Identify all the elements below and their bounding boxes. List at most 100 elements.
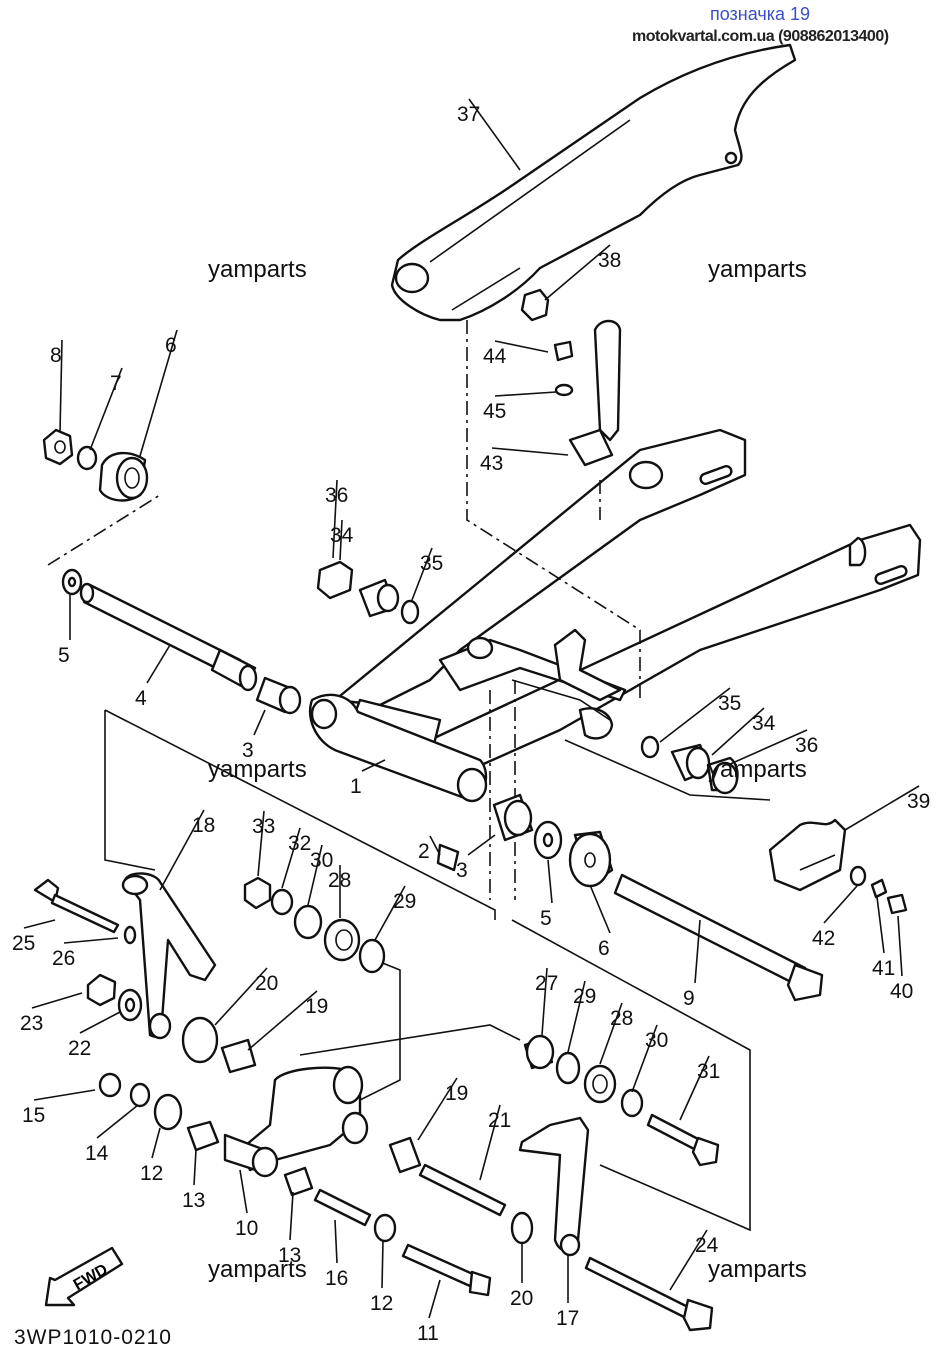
leader-40 [897, 915, 903, 977]
bolt-24-part [584, 1256, 714, 1332]
callout-23: 23 [20, 1012, 43, 1035]
callout-27: 27 [535, 972, 558, 995]
fasteners-40-42 [849, 865, 908, 915]
leader-7 [89, 367, 123, 451]
leader-12 [151, 1127, 161, 1159]
callout-34: 34 [330, 524, 354, 547]
leader-6 [589, 884, 611, 934]
callout-35: 35 [420, 552, 443, 575]
callout-22: 22 [68, 1037, 91, 1060]
leader-28 [599, 1002, 623, 1065]
callout-5: 5 [58, 644, 70, 667]
leader-23 [31, 992, 83, 1009]
callout-14: 14 [85, 1142, 109, 1165]
leader-43 [491, 447, 569, 456]
callout-2: 2 [418, 840, 430, 863]
callout-8: 8 [50, 344, 62, 367]
leader-13 [193, 1149, 197, 1186]
leader-9 [694, 919, 701, 984]
watermark-3: yamparts [208, 756, 307, 783]
bearing-6-part [98, 451, 149, 502]
right-parts [640, 735, 739, 795]
callout-37: 37 [457, 103, 480, 126]
leader-20 [214, 967, 268, 1026]
leader-14 [96, 1104, 139, 1139]
callout-20: 20 [255, 972, 278, 995]
callout-9: 9 [683, 987, 695, 1010]
callout-10: 10 [235, 1217, 258, 1240]
nut-23-part [86, 973, 117, 1007]
bolt-7-part [613, 873, 824, 1002]
pivot-shaft-part [79, 582, 258, 692]
callout-19: 19 [445, 1082, 468, 1105]
callout-40: 40 [890, 980, 913, 1003]
leader-lines [23, 98, 920, 1319]
leader-3 [467, 834, 496, 856]
callout-34: 34 [752, 712, 776, 735]
leader-13 [289, 1191, 294, 1241]
leader-10 [239, 1169, 248, 1214]
leader-24 [669, 1229, 708, 1291]
leader-4 [146, 644, 171, 684]
callout-4: 4 [135, 687, 147, 710]
spacer-6-part [568, 830, 614, 888]
callout-6: 6 [165, 334, 177, 357]
leader-39 [844, 785, 920, 831]
callout-32: 32 [288, 832, 311, 855]
callout-38: 38 [598, 249, 621, 272]
fwd-arrow-icon: FWD [44, 1246, 124, 1307]
leader-8 [59, 339, 63, 433]
callout-17: 17 [556, 1307, 579, 1330]
leader-2 [429, 835, 441, 856]
leader-30 [307, 844, 323, 906]
clip-parts [520, 288, 622, 467]
leader-36 [332, 479, 338, 559]
bushings-lower [98, 1016, 257, 1152]
washer-26-part [123, 925, 137, 945]
callout-25: 25 [12, 932, 35, 955]
callout-12: 12 [370, 1292, 393, 1315]
leader-19 [417, 1077, 458, 1141]
washer-5b-part [533, 820, 563, 860]
leader-3 [253, 709, 266, 736]
callout-19: 19 [305, 995, 328, 1018]
leader-29 [567, 980, 586, 1053]
callout-12: 12 [140, 1162, 163, 1185]
callout-3: 3 [242, 739, 254, 762]
leader-11 [428, 1279, 441, 1319]
callout-15: 15 [22, 1104, 45, 1127]
watermark-5: yamparts [208, 1256, 307, 1283]
washer-22-part [117, 988, 143, 1022]
diagram-code: 3WP1010-0210 [14, 1326, 172, 1349]
leader-1 [361, 759, 386, 772]
leader-42 [823, 885, 858, 924]
callout-numbers: 1233455667891011121213131415161718191920… [12, 103, 930, 1345]
leader-25 [23, 919, 56, 929]
callout-36: 36 [325, 484, 348, 507]
callout-41: 41 [872, 957, 895, 980]
callout-29: 29 [573, 985, 596, 1008]
callout-13: 13 [182, 1189, 205, 1212]
leader-36 [727, 729, 808, 766]
leader-27 [541, 967, 548, 1036]
callout-30: 30 [645, 1029, 668, 1052]
watermark-6: yamparts [708, 1256, 807, 1283]
bolt-31-part [646, 1113, 720, 1167]
callout-24: 24 [695, 1234, 719, 1257]
header-site: motokvartal.com.ua (908862013400) [632, 28, 889, 45]
watermark-2: yamparts [708, 256, 807, 283]
leader-5 [547, 859, 553, 904]
leader-45 [494, 391, 557, 397]
callout-43: 43 [480, 452, 503, 475]
bushing-3b-part [492, 793, 534, 842]
callout-16: 16 [325, 1267, 348, 1290]
nut-9-part [42, 428, 74, 466]
callout-44: 44 [483, 345, 507, 368]
callout-28: 28 [328, 869, 351, 892]
leader-32 [281, 827, 301, 889]
callout-1: 1 [350, 775, 362, 798]
callout-3: 3 [456, 859, 468, 882]
callout-6: 6 [598, 937, 610, 960]
callout-36: 36 [795, 734, 818, 757]
